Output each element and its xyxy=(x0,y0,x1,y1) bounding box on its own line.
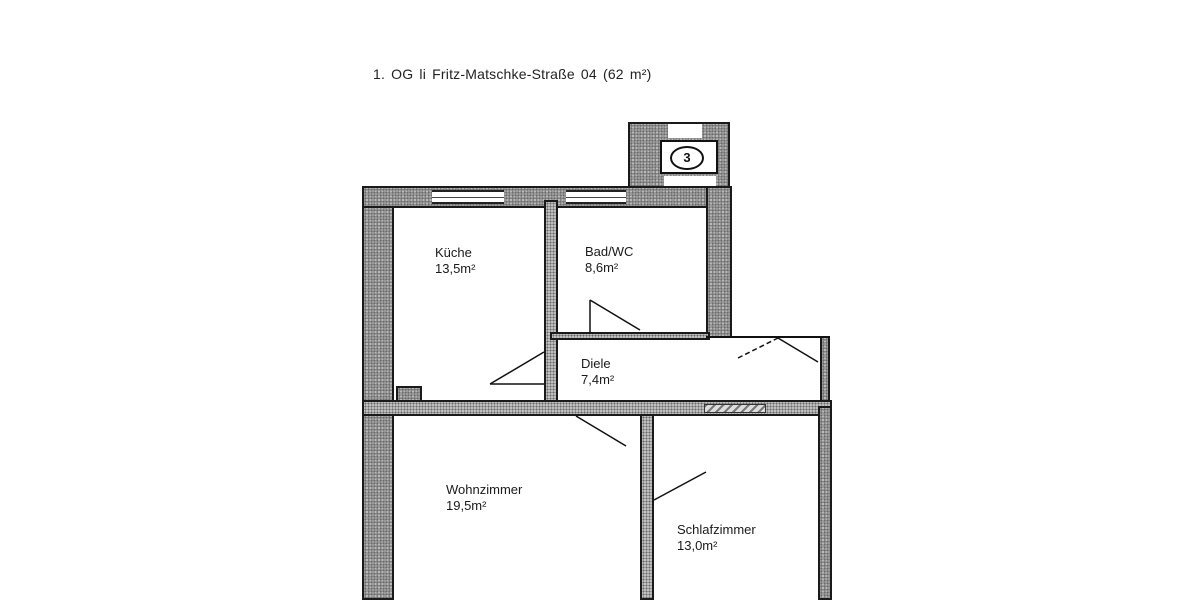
room-label-bath: Bad/WC 8,6m² xyxy=(585,244,633,276)
room-name: Küche xyxy=(435,245,472,260)
diele-top-line xyxy=(706,336,830,338)
diele-wall-right xyxy=(820,336,830,408)
living-bedroom-wall xyxy=(640,414,654,600)
room-kitchen xyxy=(394,208,544,402)
kitchen-corner-block xyxy=(396,386,422,402)
room-area: 13,5m² xyxy=(435,261,476,276)
room-name: Bad/WC xyxy=(585,244,634,259)
room-name: Diele xyxy=(581,356,611,371)
staircase-number-badge: 3 xyxy=(670,146,704,170)
room-label-kitchen: Küche 13,5m² xyxy=(435,245,475,277)
window-kitchen xyxy=(432,190,504,204)
window-bath xyxy=(566,190,626,204)
room-label-living: Wohnzimmer 19,5m² xyxy=(446,482,522,514)
hatched-chimney xyxy=(704,404,766,413)
kitchen-bath-wall xyxy=(544,200,558,404)
room-area: 7,4m² xyxy=(581,372,615,387)
outer-wall-top xyxy=(362,186,714,208)
room-area: 8,6m² xyxy=(585,260,619,275)
plan-title: 1. OG li Fritz-Matschke-Straße 04 (62 m²… xyxy=(373,66,652,82)
staircase-step xyxy=(664,176,716,188)
bath-wall-right xyxy=(706,186,732,338)
bath-wall-bottom xyxy=(550,332,710,340)
bedroom-wall-right xyxy=(818,406,832,600)
room-name: Schlafzimmer xyxy=(677,522,756,537)
room-label-bedroom: Schlafzimmer 13,0m² xyxy=(677,522,756,554)
room-bedroom xyxy=(654,416,820,600)
staircase-top xyxy=(668,124,702,138)
room-area: 13,0m² xyxy=(677,538,718,553)
room-living xyxy=(394,416,640,600)
room-name: Wohnzimmer xyxy=(446,482,523,497)
room-area: 19,5m² xyxy=(446,498,487,513)
outer-wall-left xyxy=(362,186,394,600)
room-label-diele: Diele 7,4m² xyxy=(581,356,614,388)
